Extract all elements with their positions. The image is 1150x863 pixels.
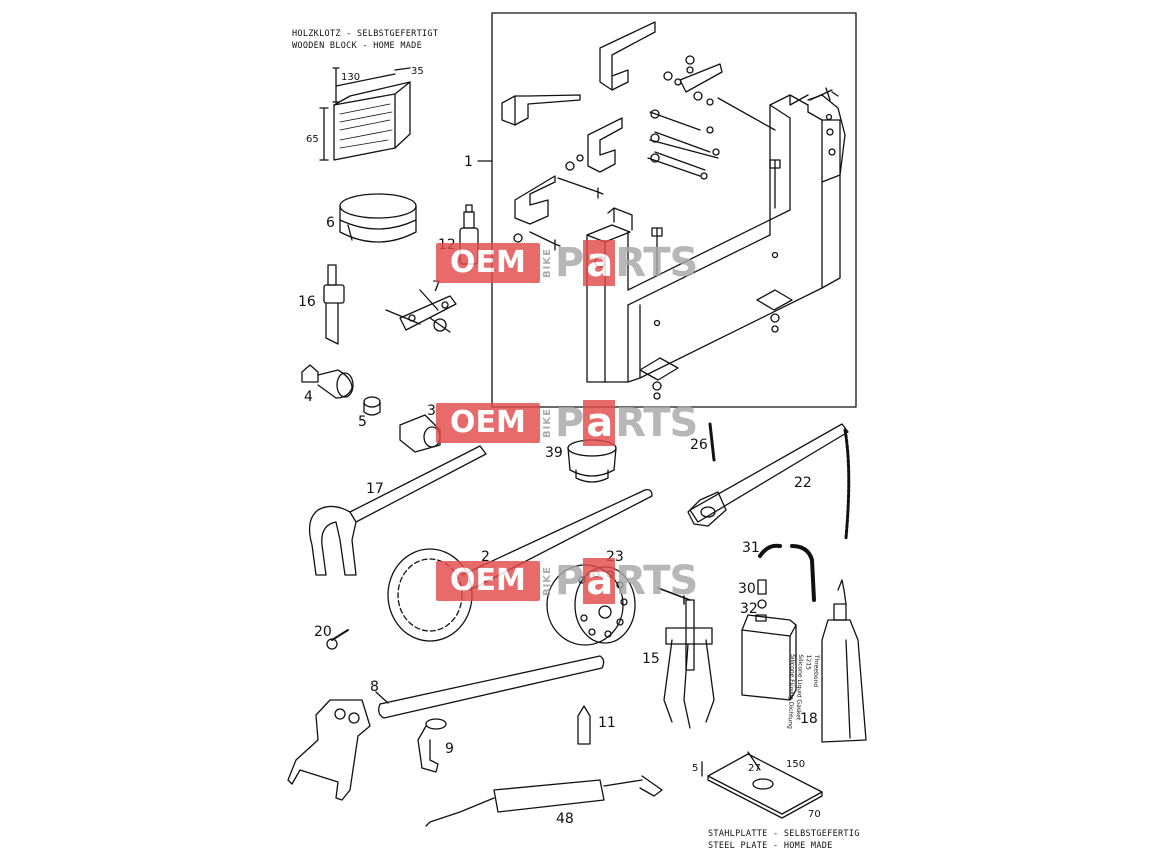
part-label-32: 32 [740, 601, 758, 617]
part-9-holder [417, 718, 447, 773]
leader-8 [375, 691, 389, 704]
part-label-9: 9 [445, 741, 454, 757]
steel-plate-caption-en: STEEL PLATE - HOME MADE [708, 841, 833, 851]
part-label-30: 30 [738, 581, 756, 597]
part-label-23: 23 [606, 549, 624, 565]
part-12-tube [459, 204, 479, 265]
part-1-engine-stand [501, 21, 846, 400]
part-label-48: 48 [556, 811, 574, 827]
part-7-bar-puller [385, 289, 457, 333]
steel-plate [701, 751, 823, 819]
wooden-block [319, 67, 411, 161]
part-6-ring [339, 193, 417, 243]
part-label-7: 7 [432, 279, 441, 295]
part-32-washer [757, 599, 767, 609]
part-label-6: 6 [326, 215, 335, 231]
part-26-pin [708, 422, 716, 462]
part-4-adapter [301, 364, 354, 399]
part-30-nipple [757, 579, 767, 595]
part-label-17: 17 [366, 481, 384, 497]
dimension-plate-thickness: 5 [692, 763, 699, 774]
part-label-12: 12 [438, 237, 456, 253]
part-5-sleeve [363, 396, 381, 416]
part-39-cup [567, 439, 617, 483]
part-label-26: 26 [690, 437, 708, 453]
part-2-holding-wrench [387, 488, 653, 642]
part-label-22: 22 [794, 475, 812, 491]
dimension-plate-width: 70 [808, 809, 821, 820]
dimension-plate-length: 150 [786, 759, 806, 770]
part-3-sleeve [399, 414, 441, 453]
part-label-39: 39 [545, 445, 563, 461]
steel-plate-caption-de: STAHLPLATTE - SELBSTGEFERTIG [708, 829, 860, 839]
part-label-15: 15 [642, 651, 660, 667]
part-11-sealant [577, 705, 591, 745]
part-label-5: 5 [358, 414, 367, 430]
dimension-block-length: 130 [341, 72, 361, 83]
dimension-plate-hole: 27 [748, 763, 761, 774]
part-label-8: 8 [370, 679, 379, 695]
part-23-flywheel-puller [546, 564, 636, 646]
part-1-frame-box [491, 12, 857, 408]
part-label-31: 31 [742, 540, 760, 556]
part-31-hose [758, 543, 816, 602]
part-label-4: 4 [304, 389, 313, 405]
part-48-grease-gun [425, 775, 663, 827]
part-label-2: 2 [481, 549, 490, 565]
part-label-11: 11 [598, 715, 616, 731]
part-17-holding-fork [308, 445, 487, 576]
part-label-3: 3 [427, 403, 436, 419]
dimension-block-height: 65 [306, 134, 319, 145]
part-label-1: 1 [464, 154, 473, 170]
wooden-block-caption-de: HOLZKLOTZ - SELBSTGEFERTIGT [292, 29, 439, 39]
part-label-18: 18 [800, 711, 818, 727]
tube-label: Threebond 1215 Silicone Liquid Gasket Si… [785, 654, 820, 735]
part-22-chain-wrench [687, 423, 851, 540]
part-20-screw [326, 629, 349, 650]
part-label-16: 16 [298, 294, 316, 310]
part-15-three-arm-puller [657, 587, 715, 729]
oil-container [741, 614, 797, 701]
part-8-bracket-and-bar [287, 655, 605, 801]
part-label-20: 20 [314, 624, 332, 640]
part-16-puller-bolt [323, 264, 345, 345]
wooden-block-caption-en: WOODEN BLOCK - HOME MADE [292, 41, 423, 51]
part-18-sealant-tube [821, 579, 867, 743]
dimension-block-depth: 35 [411, 66, 424, 77]
